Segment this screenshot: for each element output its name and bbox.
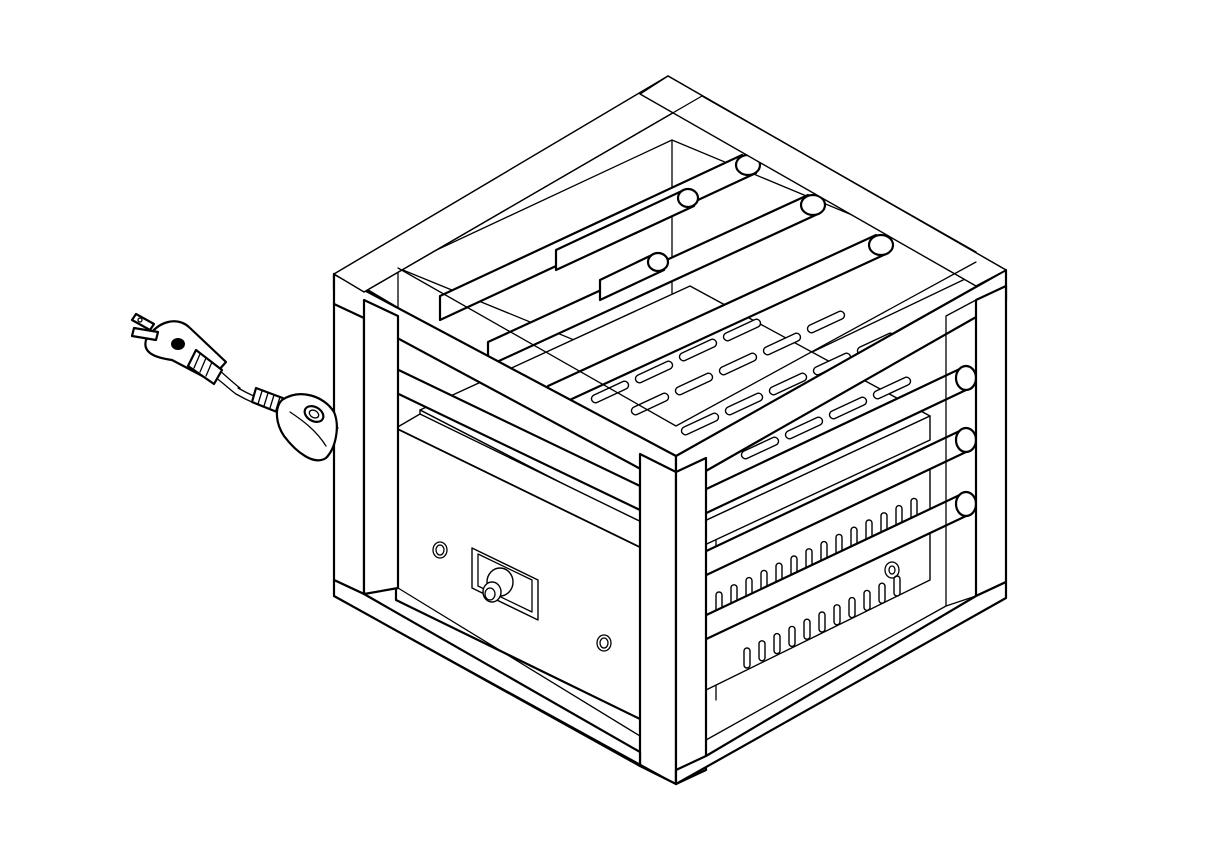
mounting-hole-right — [596, 634, 612, 652]
side-slot — [863, 589, 871, 612]
tray-slot — [828, 396, 868, 420]
tray-slot — [722, 318, 762, 342]
top-rod-2 — [486, 193, 827, 368]
top-heating-rods — [438, 153, 895, 412]
tray-slot — [678, 338, 718, 362]
side-slot — [818, 611, 826, 633]
tray-slot — [784, 416, 824, 440]
mounting-hole-left — [432, 541, 448, 559]
tray-slot — [674, 372, 714, 396]
tray-slot — [724, 392, 764, 416]
top-rod-back-1 — [554, 187, 700, 272]
control-box — [394, 413, 663, 722]
tray-slot — [590, 380, 630, 404]
plug — [130, 312, 228, 386]
tray-slot — [680, 412, 720, 436]
side-slot — [893, 575, 901, 597]
tray-slot — [872, 376, 912, 400]
tray-slot — [768, 372, 808, 396]
outer-frame — [332, 75, 1008, 786]
control-knob[interactable] — [482, 567, 514, 603]
inline-switch[interactable] — [275, 393, 338, 462]
side-slot — [803, 618, 811, 640]
side-slot — [773, 632, 781, 655]
tray-slot — [806, 310, 846, 334]
side-mounting-hole — [884, 561, 900, 579]
side-heating-rods — [370, 360, 978, 644]
top-rod-back-2 — [598, 251, 670, 302]
tray-slot — [718, 352, 758, 376]
side-slot — [848, 596, 856, 619]
tray-slot — [762, 332, 802, 356]
tray-slot — [740, 436, 780, 460]
tray-slot — [634, 360, 674, 384]
side-slot — [743, 647, 751, 669]
side-rod-3 — [698, 426, 978, 580]
side-slot — [788, 625, 796, 648]
side-slot — [758, 640, 766, 662]
side-slot — [833, 604, 841, 626]
side-slot — [878, 582, 886, 604]
tray-slot — [630, 392, 670, 416]
